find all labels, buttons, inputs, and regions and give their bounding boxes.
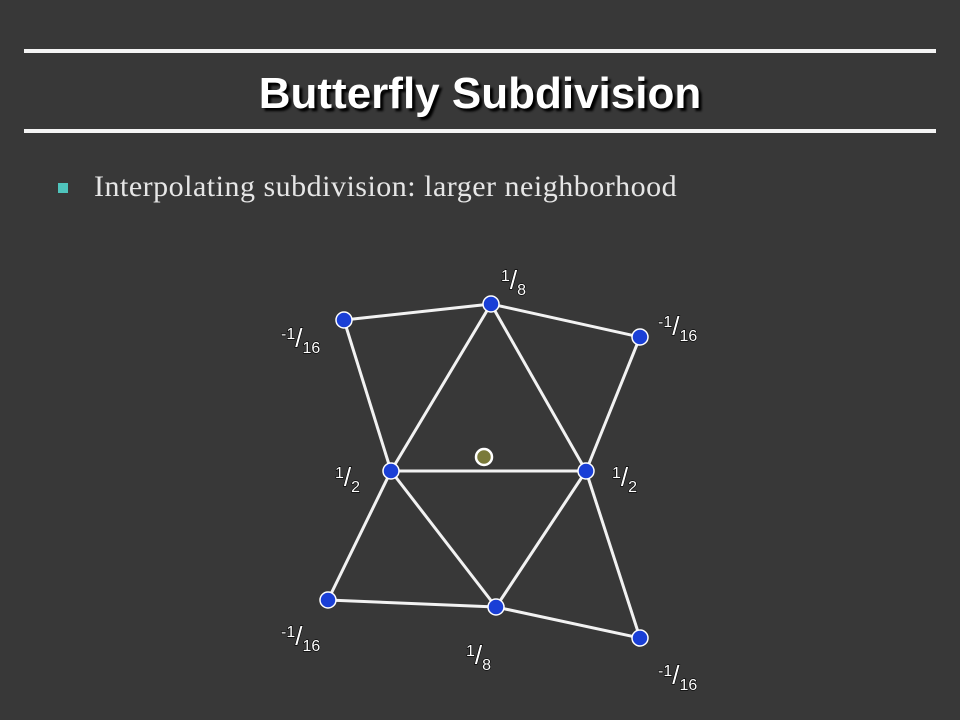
vertex-top xyxy=(482,295,500,313)
square-bullet-icon xyxy=(58,183,68,193)
edge-lower-left-bottom xyxy=(327,598,497,609)
vertex-lower-right xyxy=(631,629,649,647)
weight-numerator: -1 xyxy=(658,663,672,680)
weight-label-lower-right: -1/16 xyxy=(658,660,697,694)
weight-numerator: -1 xyxy=(281,326,295,343)
slide-title: Butterfly Subdivision xyxy=(258,69,702,118)
edge-top-upper-right xyxy=(490,302,641,339)
edge-mid-left-bottom xyxy=(389,470,498,608)
vertex-lower-left xyxy=(319,591,337,609)
weight-denominator: 16 xyxy=(302,638,320,655)
vertex-bottom xyxy=(487,598,505,616)
weight-denominator: 16 xyxy=(679,677,697,694)
weight-numerator: -1 xyxy=(658,314,672,331)
fraction-slash: / xyxy=(672,660,680,690)
weight-denominator: 16 xyxy=(302,340,320,357)
vertex-mid-left xyxy=(382,462,400,480)
title-rule-top xyxy=(24,49,936,53)
weight-label-lower-left: -1/16 xyxy=(281,621,320,655)
fraction-slash: / xyxy=(510,265,518,295)
weight-numerator: 1 xyxy=(335,465,344,482)
title-rule-bottom xyxy=(24,129,936,133)
weight-denominator: 8 xyxy=(517,282,526,299)
fraction-slash: / xyxy=(621,462,629,492)
bullet-item: Interpolating subdivision: larger neighb… xyxy=(58,170,677,204)
fraction-slash: / xyxy=(295,323,303,353)
mesh-edges xyxy=(326,302,642,640)
weight-label-upper-right: -1/16 xyxy=(658,311,697,345)
bullet-text: Interpolating subdivision: larger neighb… xyxy=(94,170,678,203)
edge-bottom-lower-right xyxy=(495,605,641,640)
fraction-slash: / xyxy=(475,640,483,670)
edge-mid-right-lower-right xyxy=(584,470,642,639)
weight-label-top: 1/8 xyxy=(501,265,526,299)
weight-label-mid-left: 1/2 xyxy=(335,462,360,496)
fraction-slash: / xyxy=(672,311,680,341)
edge-mid-right-bottom xyxy=(494,470,588,608)
edge-upper-right-mid-right xyxy=(584,336,642,472)
weight-numerator: 1 xyxy=(501,268,510,285)
weight-numerator: -1 xyxy=(281,624,295,641)
weight-numerator: 1 xyxy=(612,465,621,482)
vertex-upper-right xyxy=(631,328,649,346)
edge-upper-left-mid-left xyxy=(342,319,393,472)
mesh-vertices xyxy=(319,295,649,647)
weight-label-upper-left: -1/16 xyxy=(281,323,320,357)
weight-denominator: 2 xyxy=(351,479,360,496)
edge-upper-left-top xyxy=(343,302,492,322)
edge-mid-left-lower-left xyxy=(326,470,393,601)
weight-denominator: 16 xyxy=(679,328,697,345)
weight-label-bottom: 1/8 xyxy=(466,640,491,674)
vertex-mid-right xyxy=(577,462,595,480)
edge-top-mid-right xyxy=(489,303,588,472)
fraction-slash: / xyxy=(344,462,352,492)
edge-top-mid-left xyxy=(389,303,493,472)
weight-label-mid-right: 1/2 xyxy=(612,462,637,496)
weight-denominator: 2 xyxy=(628,479,637,496)
fraction-slash: / xyxy=(295,621,303,651)
new-vertex xyxy=(474,447,494,467)
weight-denominator: 8 xyxy=(482,657,491,674)
weight-numerator: 1 xyxy=(466,643,475,660)
vertex-upper-left xyxy=(335,311,353,329)
